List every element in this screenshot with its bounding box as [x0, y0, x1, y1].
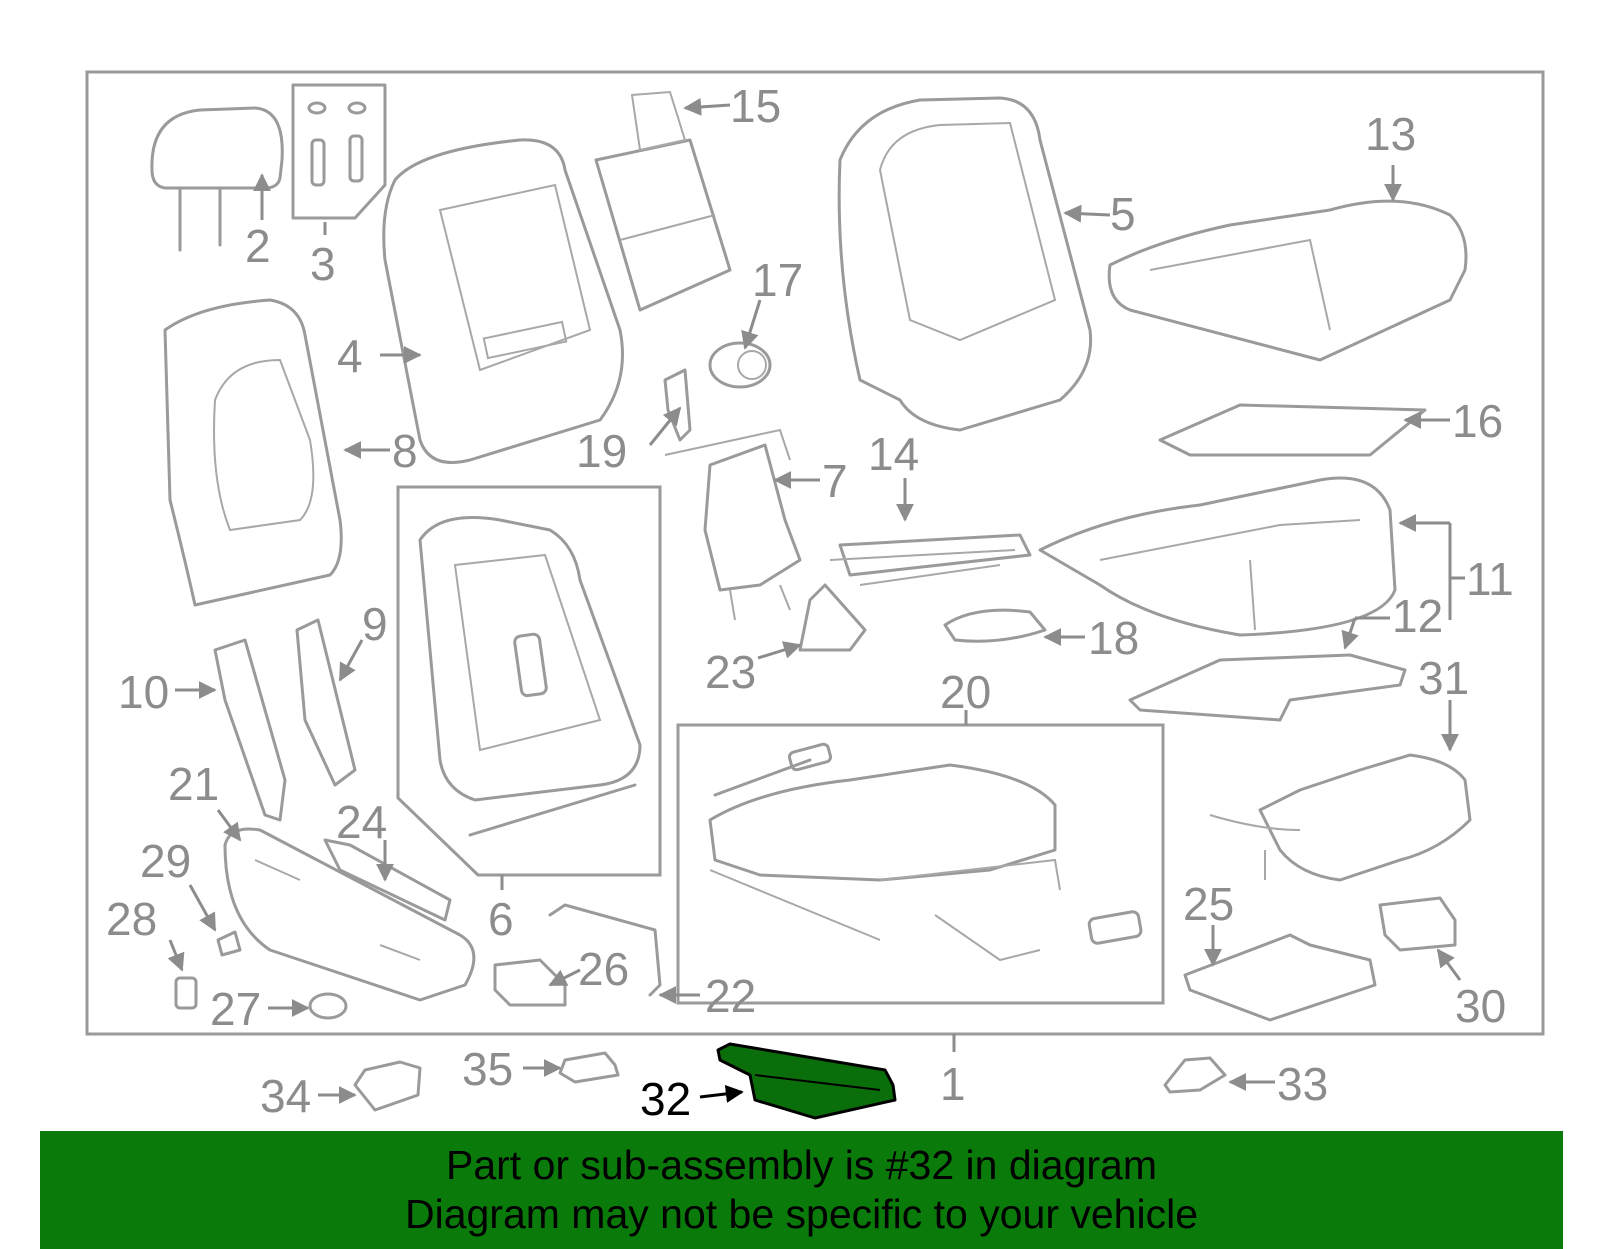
part-6-frame-box	[396, 485, 662, 877]
part-35-clip[interactable]	[558, 1051, 620, 1084]
part-20-track-box	[676, 723, 1165, 1005]
callout-3: 3	[310, 238, 336, 290]
part-3-guides[interactable]	[291, 83, 387, 220]
part-34-bracket[interactable]	[353, 1060, 422, 1112]
part-9-trim[interactable]	[295, 618, 357, 787]
callout-33: 33	[1277, 1058, 1328, 1110]
callout-8: 8	[392, 425, 418, 477]
part-32-highlighted[interactable]	[716, 1042, 897, 1120]
part-20-seat-adjuster[interactable]	[708, 742, 1143, 962]
callout-9: 9	[362, 598, 388, 650]
part-15-back-panel[interactable]	[594, 90, 732, 312]
callout-32: 32	[640, 1073, 691, 1125]
part-16-pad[interactable]	[1158, 403, 1427, 457]
callout-24: 24	[336, 796, 387, 848]
part-13-cushion-cover[interactable]	[1107, 199, 1468, 362]
info-banner: Part or sub-assembly is #32 in diagram D…	[40, 1131, 1563, 1249]
callout-2: 2	[245, 220, 271, 272]
part-30-module[interactable]	[1378, 896, 1457, 952]
banner-line-part-number: Part or sub-assembly is #32 in diagram	[446, 1142, 1157, 1188]
part-18-vent[interactable]	[943, 608, 1047, 643]
callout-35: 35	[462, 1043, 513, 1095]
callout-31: 31	[1418, 652, 1469, 704]
part-21-side-shield[interactable]	[223, 827, 476, 1002]
callout-17: 17	[752, 254, 803, 306]
callout-28: 28	[106, 893, 157, 945]
callout-13: 13	[1365, 108, 1416, 160]
part-29-knob[interactable]	[216, 930, 242, 957]
callout-10: 10	[118, 666, 169, 718]
callout-21: 21	[168, 758, 219, 810]
callout-19: 19	[576, 425, 627, 477]
callout-15: 15	[730, 80, 781, 132]
part-26-clip[interactable]	[493, 958, 567, 1007]
callout-30: 30	[1455, 980, 1506, 1032]
part-4-seatback-cushion[interactable]	[382, 138, 624, 464]
callout-6: 6	[488, 893, 514, 945]
callout-22: 22	[705, 970, 756, 1022]
part-19-bracket[interactable]	[663, 368, 692, 442]
callout-34: 34	[260, 1070, 311, 1122]
callout-29: 29	[140, 835, 191, 887]
part-33-clip[interactable]	[1163, 1056, 1227, 1094]
callout-14: 14	[868, 428, 919, 480]
part-5-seatback-cover[interactable]	[837, 96, 1093, 432]
callout-27: 27	[210, 983, 261, 1035]
callout-labels: 1 2 3 4 5 6 7 8 9 10 11 12 13 14 15 16 1…	[106, 80, 1514, 1125]
part-17-motor[interactable]	[708, 341, 772, 389]
part-11-cushion[interactable]	[1038, 476, 1397, 637]
part-22-rod[interactable]	[548, 903, 662, 997]
callout-23: 23	[705, 646, 756, 698]
callout-12: 12	[1392, 590, 1443, 642]
diagram-frame	[85, 70, 1545, 1036]
callout-5: 5	[1110, 188, 1136, 240]
callout-7: 7	[822, 455, 848, 507]
part-14-springs[interactable]	[829, 533, 1032, 586]
callout-16: 16	[1452, 395, 1503, 447]
callout-25: 25	[1183, 878, 1234, 930]
callout-4: 4	[337, 330, 363, 382]
part-2-headrest[interactable]	[150, 106, 284, 252]
part-28-cap[interactable]	[174, 976, 198, 1010]
part-7-recliner[interactable]	[664, 428, 802, 621]
callout-1: 1	[940, 1058, 966, 1110]
part-25-bracket[interactable]	[1183, 933, 1377, 1022]
part-10-trim[interactable]	[213, 638, 287, 822]
part-6-seatback-frame[interactable]	[418, 516, 642, 837]
part-27-button[interactable]	[308, 992, 348, 1020]
callout-11: 11	[1466, 553, 1514, 605]
part-23-cover[interactable]	[798, 583, 867, 652]
callout-26: 26	[578, 943, 629, 995]
part-8-back-frame-panel[interactable]	[163, 298, 343, 607]
part-12-heater-mat[interactable]	[1128, 653, 1407, 722]
part-31-harness[interactable]	[1209, 753, 1472, 882]
callout-20: 20	[940, 666, 991, 718]
banner-line-disclaimer: Diagram may not be specific to your vehi…	[404, 1191, 1198, 1237]
leader-lines	[167, 97, 1465, 1104]
callout-18: 18	[1088, 612, 1139, 664]
